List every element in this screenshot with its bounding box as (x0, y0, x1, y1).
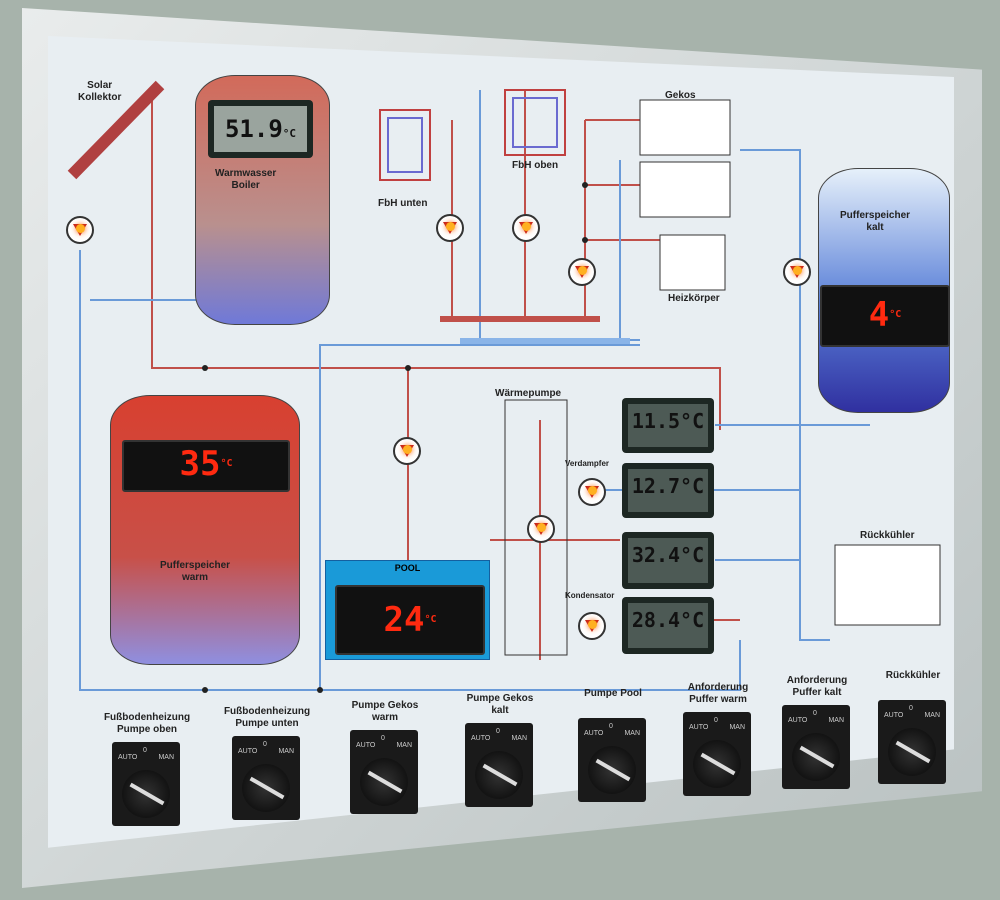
auto-position-label: AUTO (471, 735, 491, 742)
auto-position-label: AUTO (884, 712, 904, 719)
evaporator-label: Verdampfer (565, 459, 610, 468)
fbh-unten-label: FbH unten (378, 198, 428, 209)
manual-position-label: MAN (624, 730, 640, 737)
off-position-label: 0 (381, 735, 385, 742)
buffer-warm-controller: 35°C (122, 440, 290, 492)
rotary-knob[interactable] (360, 758, 408, 806)
pump-condenser-icon (578, 612, 606, 640)
warm-pipe (151, 95, 721, 430)
pump-fbh-unten-icon (436, 214, 464, 242)
buffer-warm-label: Pufferspeicher warm (160, 560, 231, 583)
manual-position-label: MAN (396, 742, 412, 749)
fbh-oben-label: FbH oben (512, 160, 559, 171)
buffer-tank-warm (110, 395, 300, 665)
pool-controller: 24°C (335, 585, 485, 655)
switch-label: Fußbodenheizung Pumpe oben (103, 712, 191, 735)
temp-display-3: 32.4°C (622, 532, 714, 589)
pump-pool-icon (393, 437, 421, 465)
off-position-label: 0 (263, 741, 267, 748)
pool-temperature: 24 (383, 600, 425, 640)
off-position-label: 0 (714, 717, 718, 724)
switch-label: Pumpe Gekos warm (351, 700, 419, 723)
rotary-knob[interactable] (693, 740, 741, 788)
auto-position-label: AUTO (356, 742, 376, 749)
recooler-label: Rückkühler (860, 530, 915, 541)
off-position-label: 0 (813, 710, 817, 717)
boiler-display: 51.9°C (208, 100, 313, 158)
manual-position-label: MAN (924, 712, 940, 719)
solar-collector-label: Solar Kollektor (78, 80, 122, 103)
temp-display-4: 28.4°C (622, 597, 714, 654)
solar-collector (67, 80, 165, 180)
heat-pump-label: Wärmepumpe (495, 388, 562, 399)
auto-position-label: AUTO (689, 724, 709, 731)
auto-position-label: AUTO (118, 754, 138, 761)
off-position-label: 0 (143, 747, 147, 754)
gekos-label: Gekos (665, 90, 696, 101)
auto-position-label: AUTO (238, 748, 258, 755)
rotary-knob[interactable] (475, 751, 523, 799)
pool-label: POOL (394, 563, 421, 573)
manual-position-label: MAN (828, 717, 844, 724)
manual-position-label: MAN (511, 735, 527, 742)
manual-position-label: MAN (278, 748, 294, 755)
boiler-temperature: 51.9 (224, 115, 283, 143)
boiler-label: Warmwasser Boiler (215, 168, 277, 191)
buffer-cold-label: Pufferspeicher kalt (840, 210, 911, 233)
auto-position-label: AUTO (584, 730, 604, 737)
heat-pump-box (504, 399, 568, 656)
switch-label: Rückkühler (885, 670, 941, 681)
manual-position-label: MAN (729, 724, 745, 731)
switch-label: Anforderung Puffer kalt (786, 675, 848, 698)
pump-heatpump-icon (527, 515, 555, 543)
pump-fbh-oben-icon (512, 214, 540, 242)
pump-cold-icon (783, 258, 811, 286)
switch-label: Anforderung Puffer warm (687, 682, 749, 705)
condenser-label: Kondensator (565, 591, 615, 600)
rotary-knob[interactable] (888, 728, 936, 776)
buffer-cold-controller: 4°C (820, 285, 950, 347)
radiator-label: Heizkörper (668, 293, 720, 304)
buffer-cold-temperature: 4 (868, 295, 890, 335)
temp-display-2: 12.7°C (622, 463, 714, 518)
temp-display-1: 11.5°C (622, 398, 714, 453)
pump-heating-icon (568, 258, 596, 286)
rotary-knob[interactable] (122, 770, 170, 818)
switch-label: Pumpe Pool (584, 688, 642, 699)
manual-position-label: MAN (158, 754, 174, 761)
rotary-knob[interactable] (242, 764, 290, 812)
pump-evaporator-icon (578, 478, 606, 506)
buffer-warm-temperature: 35 (179, 444, 221, 484)
off-position-label: 0 (909, 705, 913, 712)
rotary-knob[interactable] (588, 746, 636, 794)
off-position-label: 0 (609, 723, 613, 730)
off-position-label: 0 (496, 728, 500, 735)
rotary-knob[interactable] (792, 733, 840, 781)
pump-solar-icon (66, 216, 94, 244)
switch-label: Pumpe Gekos kalt (466, 693, 534, 716)
switch-label: Fußbodenheizung Pumpe unten (223, 706, 311, 729)
auto-position-label: AUTO (788, 717, 808, 724)
